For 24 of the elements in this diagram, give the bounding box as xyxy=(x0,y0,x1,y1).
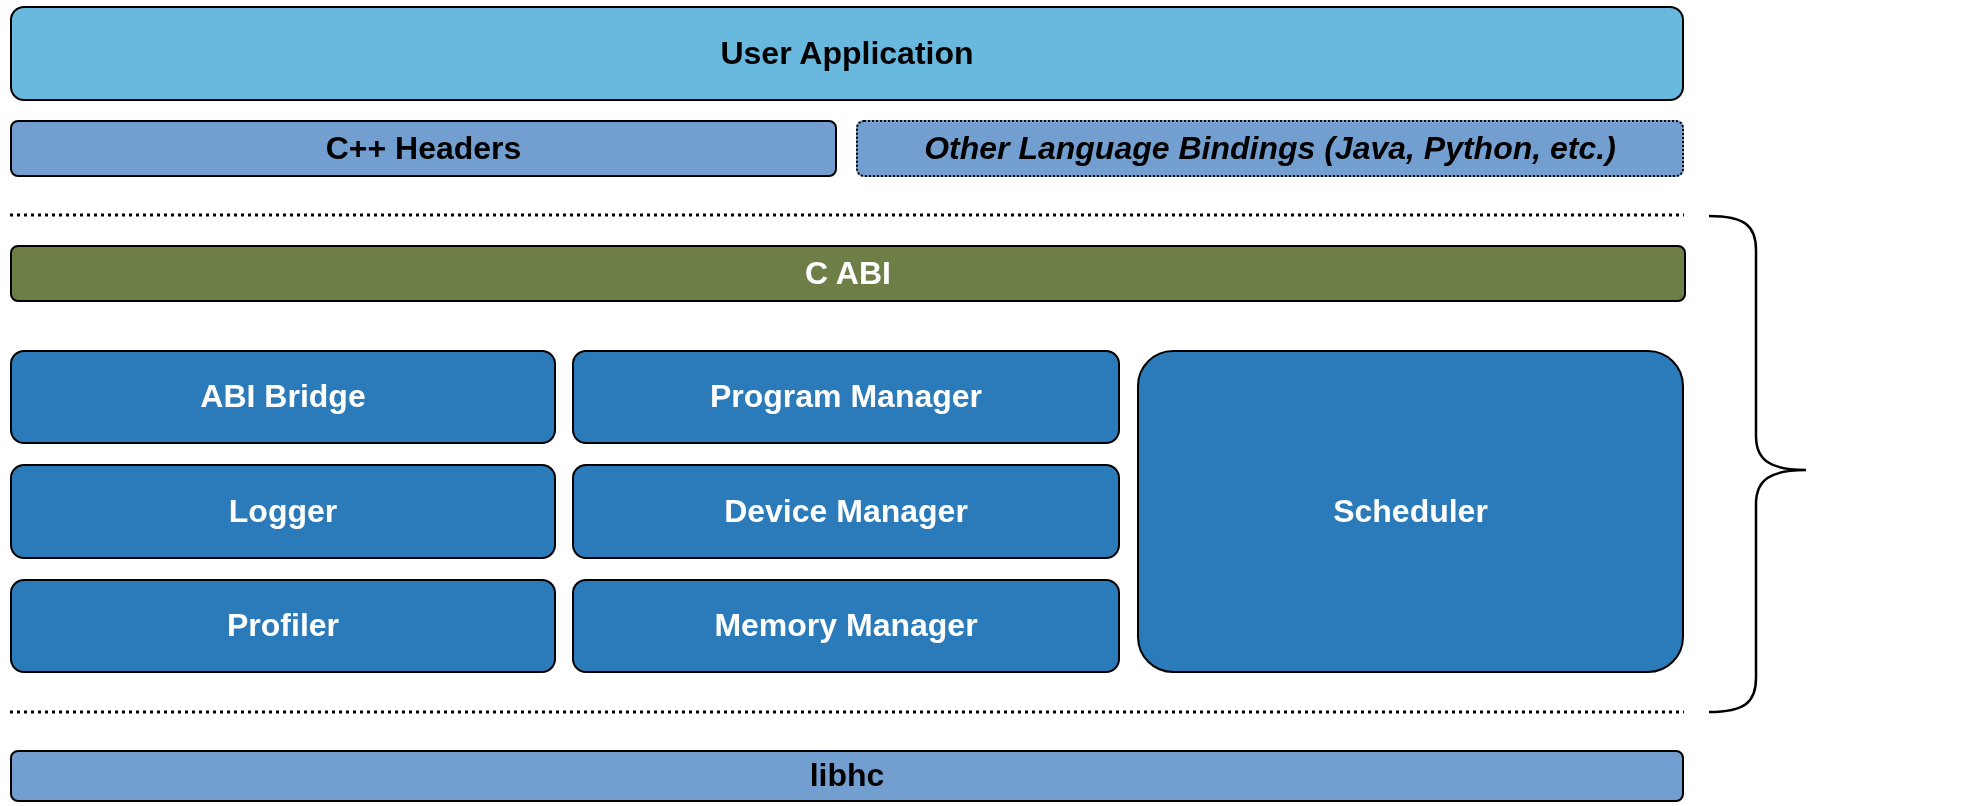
layer-label: User Application xyxy=(720,35,974,72)
module-box xyxy=(572,350,1120,444)
layer-bar xyxy=(10,750,1684,802)
layer-label: ABI Bridge xyxy=(200,379,366,415)
module-box xyxy=(10,579,556,673)
layer-bar xyxy=(10,120,837,177)
layer-label: Memory Manager xyxy=(714,608,978,644)
layer-label: C ABI xyxy=(805,255,891,292)
layer-label: Program Manager xyxy=(709,379,983,415)
module-box xyxy=(10,350,556,444)
layer-label: Device Manager xyxy=(724,493,968,530)
layer-bar xyxy=(10,6,1684,101)
layer-label: Logger xyxy=(228,493,338,530)
module-box xyxy=(1137,350,1684,673)
module-box xyxy=(572,464,1120,559)
layer-label: Scheduler xyxy=(1333,493,1488,530)
module-box xyxy=(572,579,1120,673)
layer-bar xyxy=(856,120,1684,177)
layer-bar xyxy=(10,245,1686,302)
module-box xyxy=(10,464,556,559)
layer-label: Profiler xyxy=(227,608,339,644)
layer-label: C++ Headers xyxy=(325,130,522,167)
layer-label: libhc xyxy=(809,758,885,794)
layer-label: Other Language Bindings (Java, Python, etc.) xyxy=(924,130,1616,167)
